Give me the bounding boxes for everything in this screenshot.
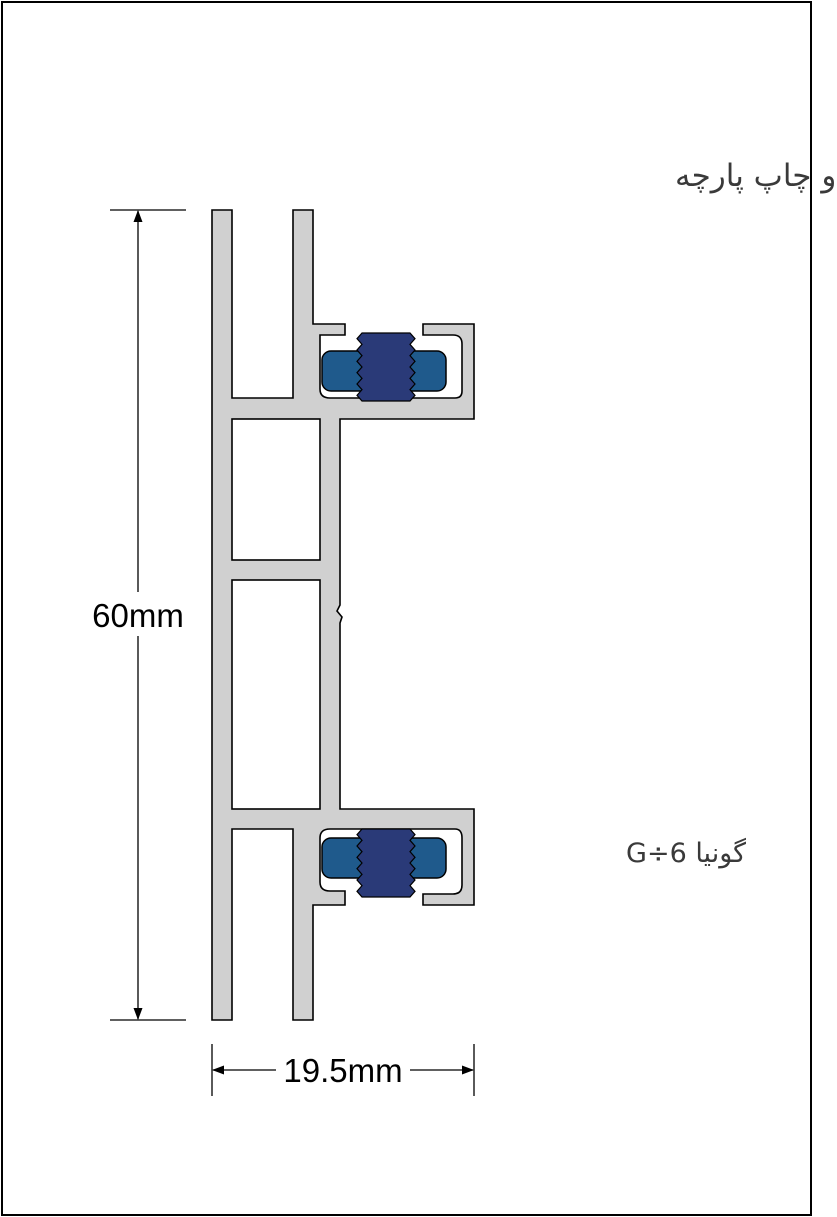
aluminum-profile [211, 209, 475, 1021]
width-label-bg [276, 1050, 410, 1090]
screw-lower [356, 828, 416, 898]
side-label: گونیا 6÷G [626, 837, 746, 869]
lower-slot-assembly [321, 828, 447, 898]
screw-upper [356, 332, 416, 402]
profile-chamber-lower [231, 579, 321, 810]
height-dimension-label: 60mm [92, 597, 184, 634]
width-dimension-label: 19.5mm [283, 1052, 402, 1089]
profile-chamber-upper [231, 418, 321, 561]
upper-slot-assembly [321, 332, 447, 402]
page-frame [1, 1, 812, 1216]
profile-body [211, 209, 475, 1021]
screw-thread-body [356, 332, 416, 402]
diagram-title: شیار نوار دور دوزی و چاپ پارچه [675, 158, 837, 194]
height-label-bg [82, 592, 194, 636]
screw-thread-body [356, 828, 416, 898]
